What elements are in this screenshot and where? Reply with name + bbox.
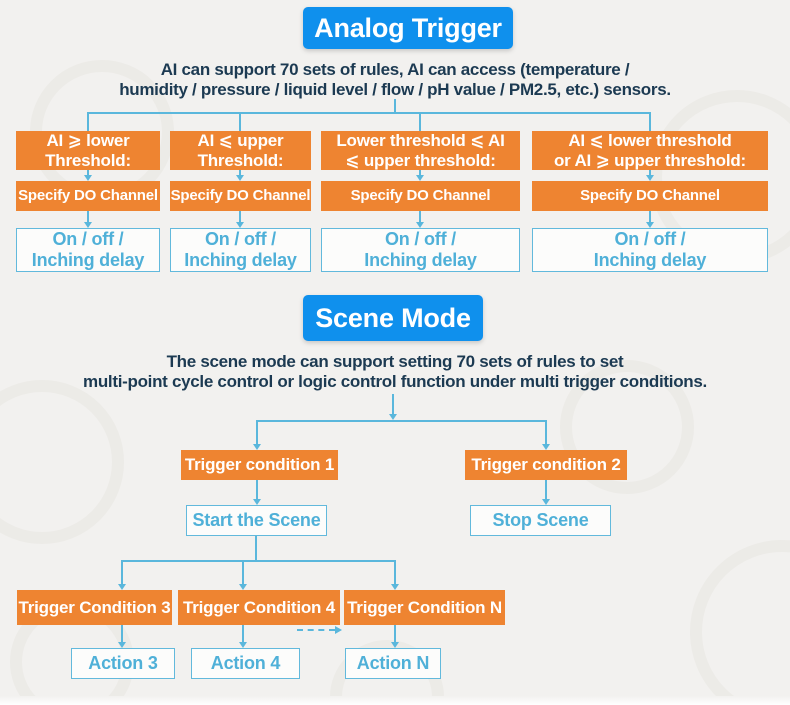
arrowhead-down-icon bbox=[542, 499, 550, 505]
connector-start-scene-stem bbox=[255, 536, 257, 561]
analog-result-box-2: On / off / Inching delay bbox=[170, 228, 311, 272]
action-3-box: Action 3 bbox=[71, 648, 175, 679]
trigger-condition-n-box: Trigger Condition N bbox=[344, 590, 505, 625]
arrowhead-down-icon bbox=[118, 584, 126, 590]
connector-analog-drop-4 bbox=[649, 112, 651, 131]
arrowhead-down-icon bbox=[416, 222, 424, 228]
analog-trigger-header: Analog Trigger bbox=[303, 7, 513, 49]
connector-tcn-drop bbox=[394, 562, 396, 584]
connector-scene-stem bbox=[392, 394, 394, 415]
trigger-condition-4-box: Trigger Condition 4 bbox=[178, 590, 340, 625]
arrowhead-down-icon bbox=[84, 175, 92, 181]
background-ornament bbox=[690, 540, 790, 705]
stop-scene-box: Stop Scene bbox=[470, 505, 611, 536]
connector-scene-horizontal-2 bbox=[121, 560, 396, 562]
connector-analog-horizontal bbox=[87, 112, 651, 114]
connector-tc2-action bbox=[545, 480, 547, 499]
arrowhead-down-icon bbox=[253, 444, 261, 450]
trigger-condition-3-box: Trigger Condition 3 bbox=[17, 590, 172, 625]
connector-analog-stem bbox=[394, 99, 396, 113]
connector-tcn-action bbox=[394, 625, 396, 642]
arrowhead-down-icon bbox=[391, 642, 399, 648]
arrowhead-down-icon bbox=[236, 175, 244, 181]
connector-tc2-drop bbox=[545, 422, 547, 444]
analog-condition-box-2: AI ⩽ upper Threshold: bbox=[170, 131, 311, 170]
connector-col3-a bbox=[419, 170, 421, 176]
trigger-condition-2-box: Trigger condition 2 bbox=[465, 450, 627, 480]
analog-result-box-1: On / off / Inching delay bbox=[16, 228, 160, 272]
connector-col2-a bbox=[239, 170, 241, 176]
scene-mode-header: Scene Mode bbox=[303, 295, 483, 341]
connector-col1-b bbox=[87, 211, 89, 223]
analog-condition-box-1: AI ⩾ lower Threshold: bbox=[16, 131, 160, 170]
arrowhead-down-icon bbox=[239, 642, 247, 648]
arrowhead-down-icon bbox=[118, 642, 126, 648]
action-n-box: Action N bbox=[345, 648, 441, 679]
connector-tc1-action bbox=[256, 480, 258, 499]
trigger-condition-1-box: Trigger condition 1 bbox=[181, 450, 338, 480]
analog-description: AI can support 70 sets of rules, AI can … bbox=[119, 60, 671, 100]
connector-tc3-action bbox=[121, 625, 123, 642]
arrowhead-down-icon bbox=[646, 175, 654, 181]
arrowhead-down-icon bbox=[391, 584, 399, 590]
connector-tc1-drop bbox=[256, 422, 258, 444]
connector-col4-a bbox=[649, 170, 651, 176]
connector-col1-a bbox=[87, 170, 89, 176]
arrowhead-down-icon bbox=[239, 584, 247, 590]
analog-specify-do-box-2: Specify DO Channel bbox=[170, 181, 311, 211]
connector-analog-drop-1 bbox=[87, 112, 89, 131]
analog-specify-do-box-4: Specify DO Channel bbox=[532, 181, 768, 211]
analog-condition-box-4: AI ⩽ lower threshold or AI ⩾ upper thres… bbox=[532, 131, 768, 170]
arrowhead-down-icon bbox=[389, 414, 397, 420]
connector-col3-b bbox=[419, 211, 421, 223]
bottom-fade bbox=[0, 696, 790, 705]
connector-col2-b bbox=[239, 211, 241, 223]
analog-condition-box-3: Lower threshold ⩽ AI ⩽ upper threshold: bbox=[321, 131, 520, 170]
analog-result-box-3: On / off / Inching delay bbox=[321, 228, 520, 272]
connector-analog-drop-3 bbox=[419, 112, 421, 131]
arrowhead-down-icon bbox=[236, 222, 244, 228]
arrowhead-down-icon bbox=[646, 222, 654, 228]
arrowhead-down-icon bbox=[84, 222, 92, 228]
arrowhead-down-icon bbox=[542, 444, 550, 450]
arrowhead-down-icon bbox=[416, 175, 424, 181]
connector-tc3-drop bbox=[121, 562, 123, 584]
action-4-box: Action 4 bbox=[191, 648, 300, 679]
scene-description: The scene mode can support setting 70 se… bbox=[83, 352, 707, 392]
connector-tc4-drop bbox=[242, 562, 244, 584]
connector-scene-horizontal-1 bbox=[256, 420, 547, 422]
background-ornament bbox=[0, 380, 124, 544]
analog-specify-do-box-3: Specify DO Channel bbox=[321, 181, 520, 211]
continuation-dashed-line bbox=[297, 629, 335, 631]
analog-result-box-4: On / off / Inching delay bbox=[532, 228, 768, 272]
connector-analog-drop-2 bbox=[239, 112, 241, 131]
arrowhead-right-icon bbox=[335, 626, 342, 634]
analog-specify-do-box-1: Specify DO Channel bbox=[16, 181, 160, 211]
start-scene-box: Start the Scene bbox=[186, 505, 327, 536]
connector-tc4-action bbox=[242, 625, 244, 642]
arrowhead-down-icon bbox=[253, 499, 261, 505]
connector-col4-b bbox=[649, 211, 651, 223]
